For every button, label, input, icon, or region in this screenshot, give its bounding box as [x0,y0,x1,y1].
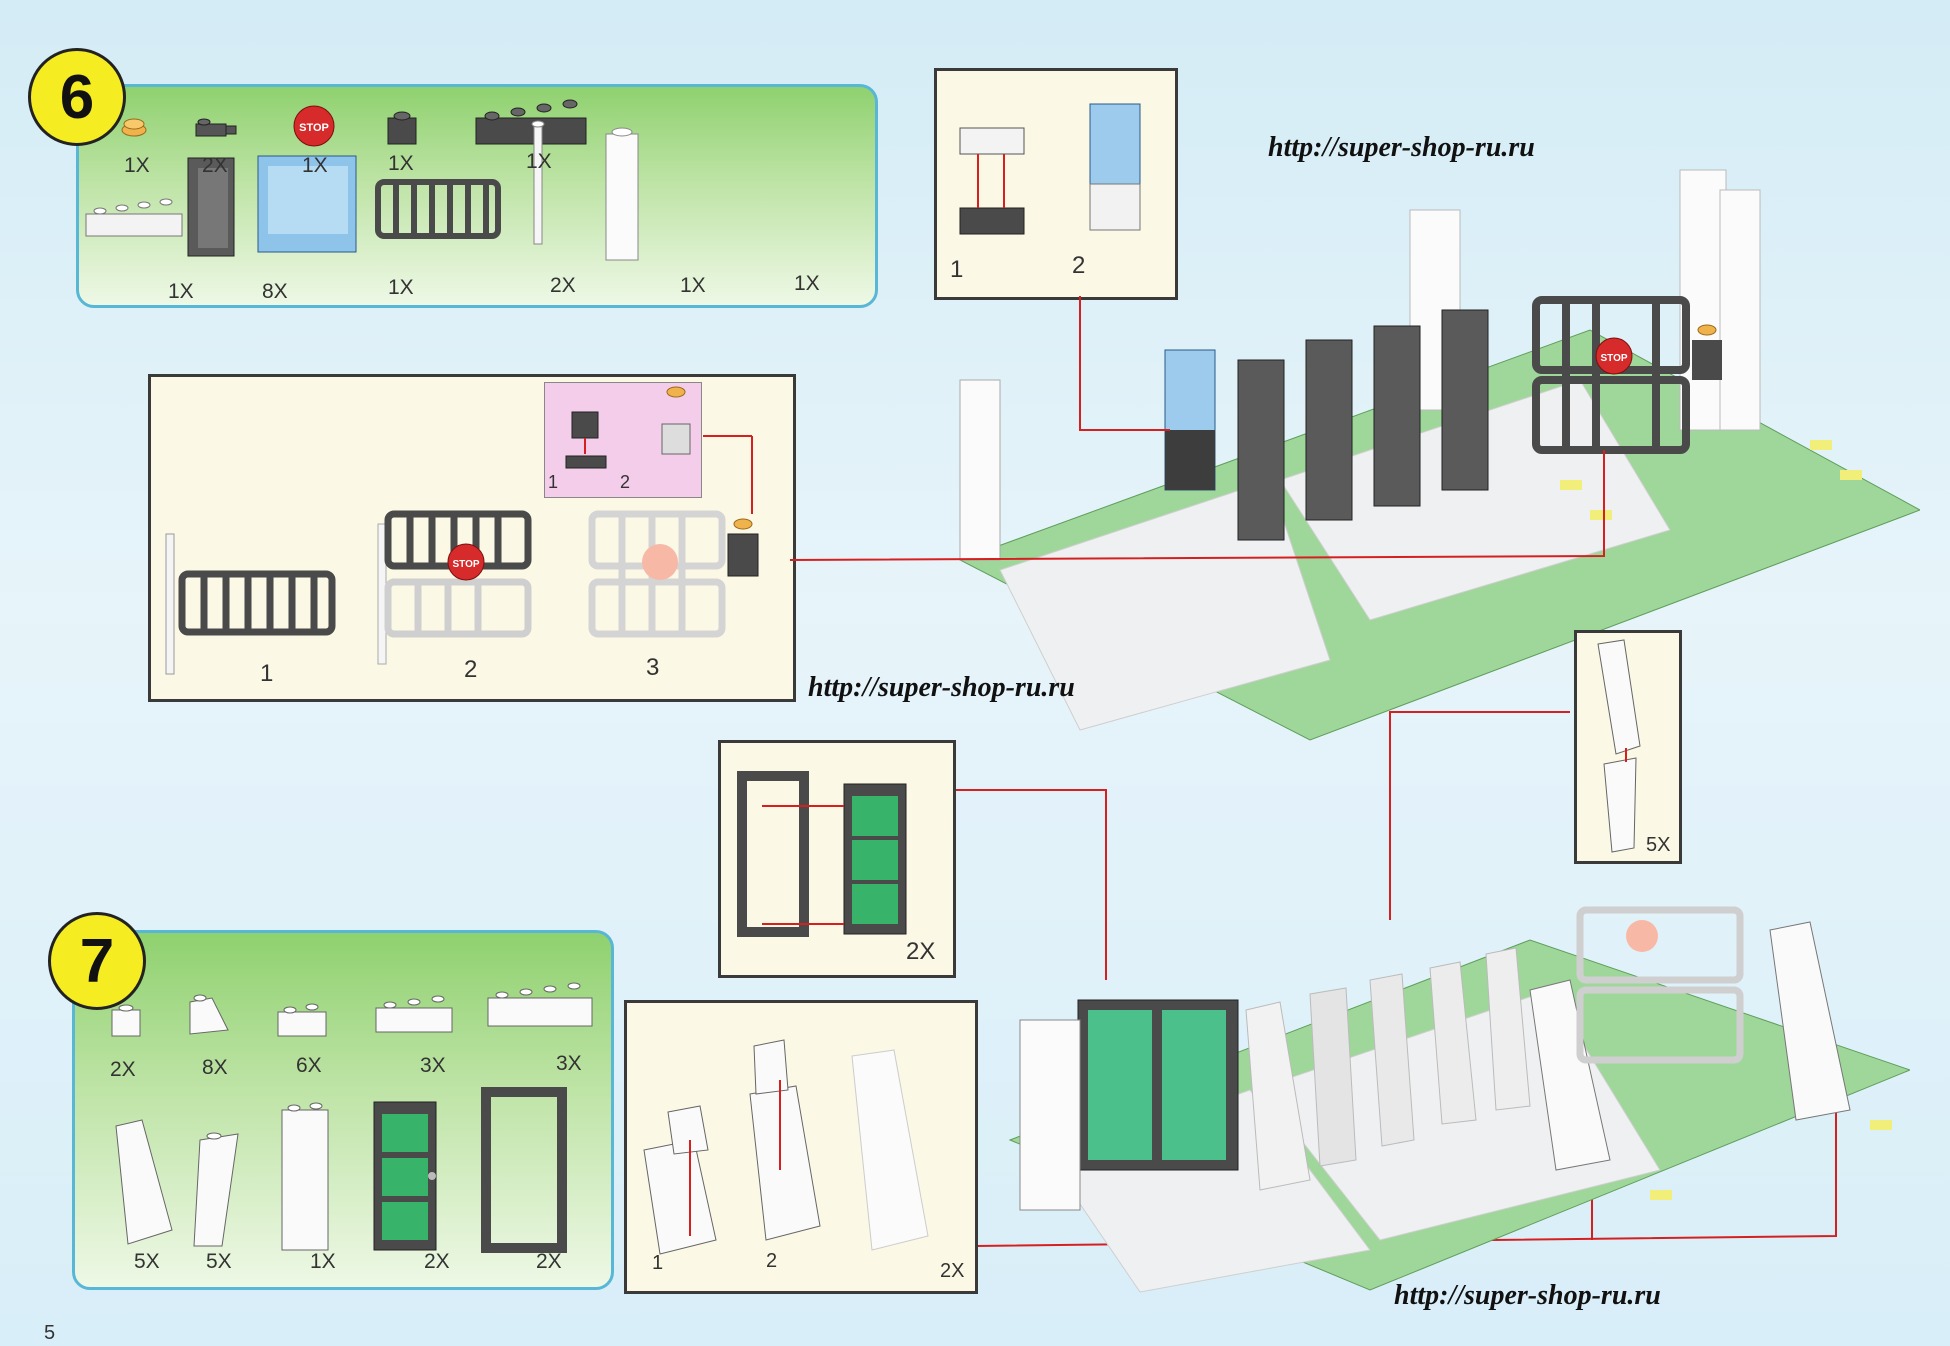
brick-1x3-white-icon [375,995,453,1033]
step7-qty-brick-1x3: 3X [420,1054,446,1077]
door-green-icon [373,1101,437,1251]
step6-sub-a-label-2: 2 [1072,252,1086,279]
brick-1x1-white-icon [111,1004,141,1037]
step7-door-sub-qty: 2X [906,938,936,965]
step7-wall-subassembly-illustration [643,1039,929,1255]
fence-gate-icon [375,179,501,239]
watermark-url-top: http://super-shop-ru.ru [1268,132,1535,163]
page-number: 5 [44,1322,56,1344]
step7-wall-sub-label-1: 1 [652,1252,664,1274]
step6-sub-b-stop-label: STOP [452,559,479,570]
step6-sub-a-label-1: 1 [950,256,964,283]
pillar-white-icon [281,1102,329,1251]
brick-1x2-white-icon [277,1003,327,1037]
step7-main-assembly [1008,906,1910,1293]
step6-qty-round-plate: 1X [124,154,150,177]
step7-wall-sub-qty: 2X [940,1260,965,1282]
bar-icon [531,120,545,245]
step6-main-stop-label: STOP [1600,353,1627,364]
step7-door-subassembly-illustration [737,771,907,937]
step7-qty-tall-slope: 5X [134,1250,160,1273]
brick-1x1-icon [387,111,417,145]
step7-qty-brick-1x2: 6X [296,1054,322,1077]
stop-sign-icon: STOP [293,105,335,147]
brick-1x4-white-icon [487,982,593,1027]
panel-gray-icon [187,157,235,257]
step6-qty-pillar: 1X [794,272,820,295]
brick-1x4-white-icon [85,198,183,237]
step6-qty-panel-gray: 8X [262,280,288,303]
step7-number-badge: 7 [48,912,146,1010]
step7-qty-tall-slope-inverted: 5X [206,1250,232,1273]
step7-slope-subassembly-illustration [1597,639,1641,853]
step7-slope-sub-qty: 5X [1646,834,1671,856]
pillar-icon [605,127,639,261]
slope-white-icon [189,994,229,1035]
step6-qty-fence-gate: 2X [550,274,576,297]
step7-qty-pillar: 1X [310,1250,336,1273]
stop-sign-label: STOP [299,122,329,134]
step6-qty-stop-sign: 1X [302,154,328,177]
step6-qty-brick-1x1: 1X [388,152,414,175]
step6-number-badge: 6 [28,48,126,146]
step7-qty-brick-1x1: 2X [110,1058,136,1081]
step6-qty-brick-1x4-dark: 1X [526,150,552,173]
watermark-url-bottom: http://super-shop-ru.ru [1394,1280,1661,1311]
step6-subassembly-a-illustration [959,103,1141,235]
step6-sub-b-inset-label-1: 1 [548,472,559,492]
step6-sub-b-label-1: 1 [260,660,274,687]
step6-subassembly-b-illustration: STOP [165,386,759,675]
tall-slope-icon [115,1119,173,1245]
brick-1x4-dark-icon [475,99,587,145]
panel-blue-icon [257,155,357,253]
step6-subassembly-b-inset [544,382,702,498]
step6-main-assembly: STOP [958,169,1920,741]
step7-qty-door-frame: 2X [536,1250,562,1273]
step6-qty-brick-1x4-white: 1X [168,280,194,303]
step6-parts-illustrations: STOP [85,99,639,261]
step7-wall-sub-label-2: 2 [766,1250,778,1272]
step7-qty-door: 2X [424,1250,450,1273]
tall-slope-inverted-icon [193,1132,239,1247]
step7-door-subassembly-panel [718,740,956,978]
step6-sub-b-label-2: 2 [464,656,478,683]
door-frame-icon [481,1087,567,1253]
step6-qty-panel-blue: 1X [388,276,414,299]
step6-sub-b-inset-label-2: 2 [620,472,631,492]
step6-qty-bar: 1X [680,274,706,297]
step7-parts-illustrations [111,982,593,1253]
step6-sub-b-label-3: 3 [646,654,660,681]
watermark-url-middle: http://super-shop-ru.ru [808,672,1075,703]
round-plate-icon [121,118,147,137]
step6-qty-clip-plate: 2X [202,154,228,177]
step7-qty-brick-1x4: 3X [556,1052,582,1075]
clip-plate-icon [195,118,237,137]
step7-qty-slope: 8X [202,1056,228,1079]
